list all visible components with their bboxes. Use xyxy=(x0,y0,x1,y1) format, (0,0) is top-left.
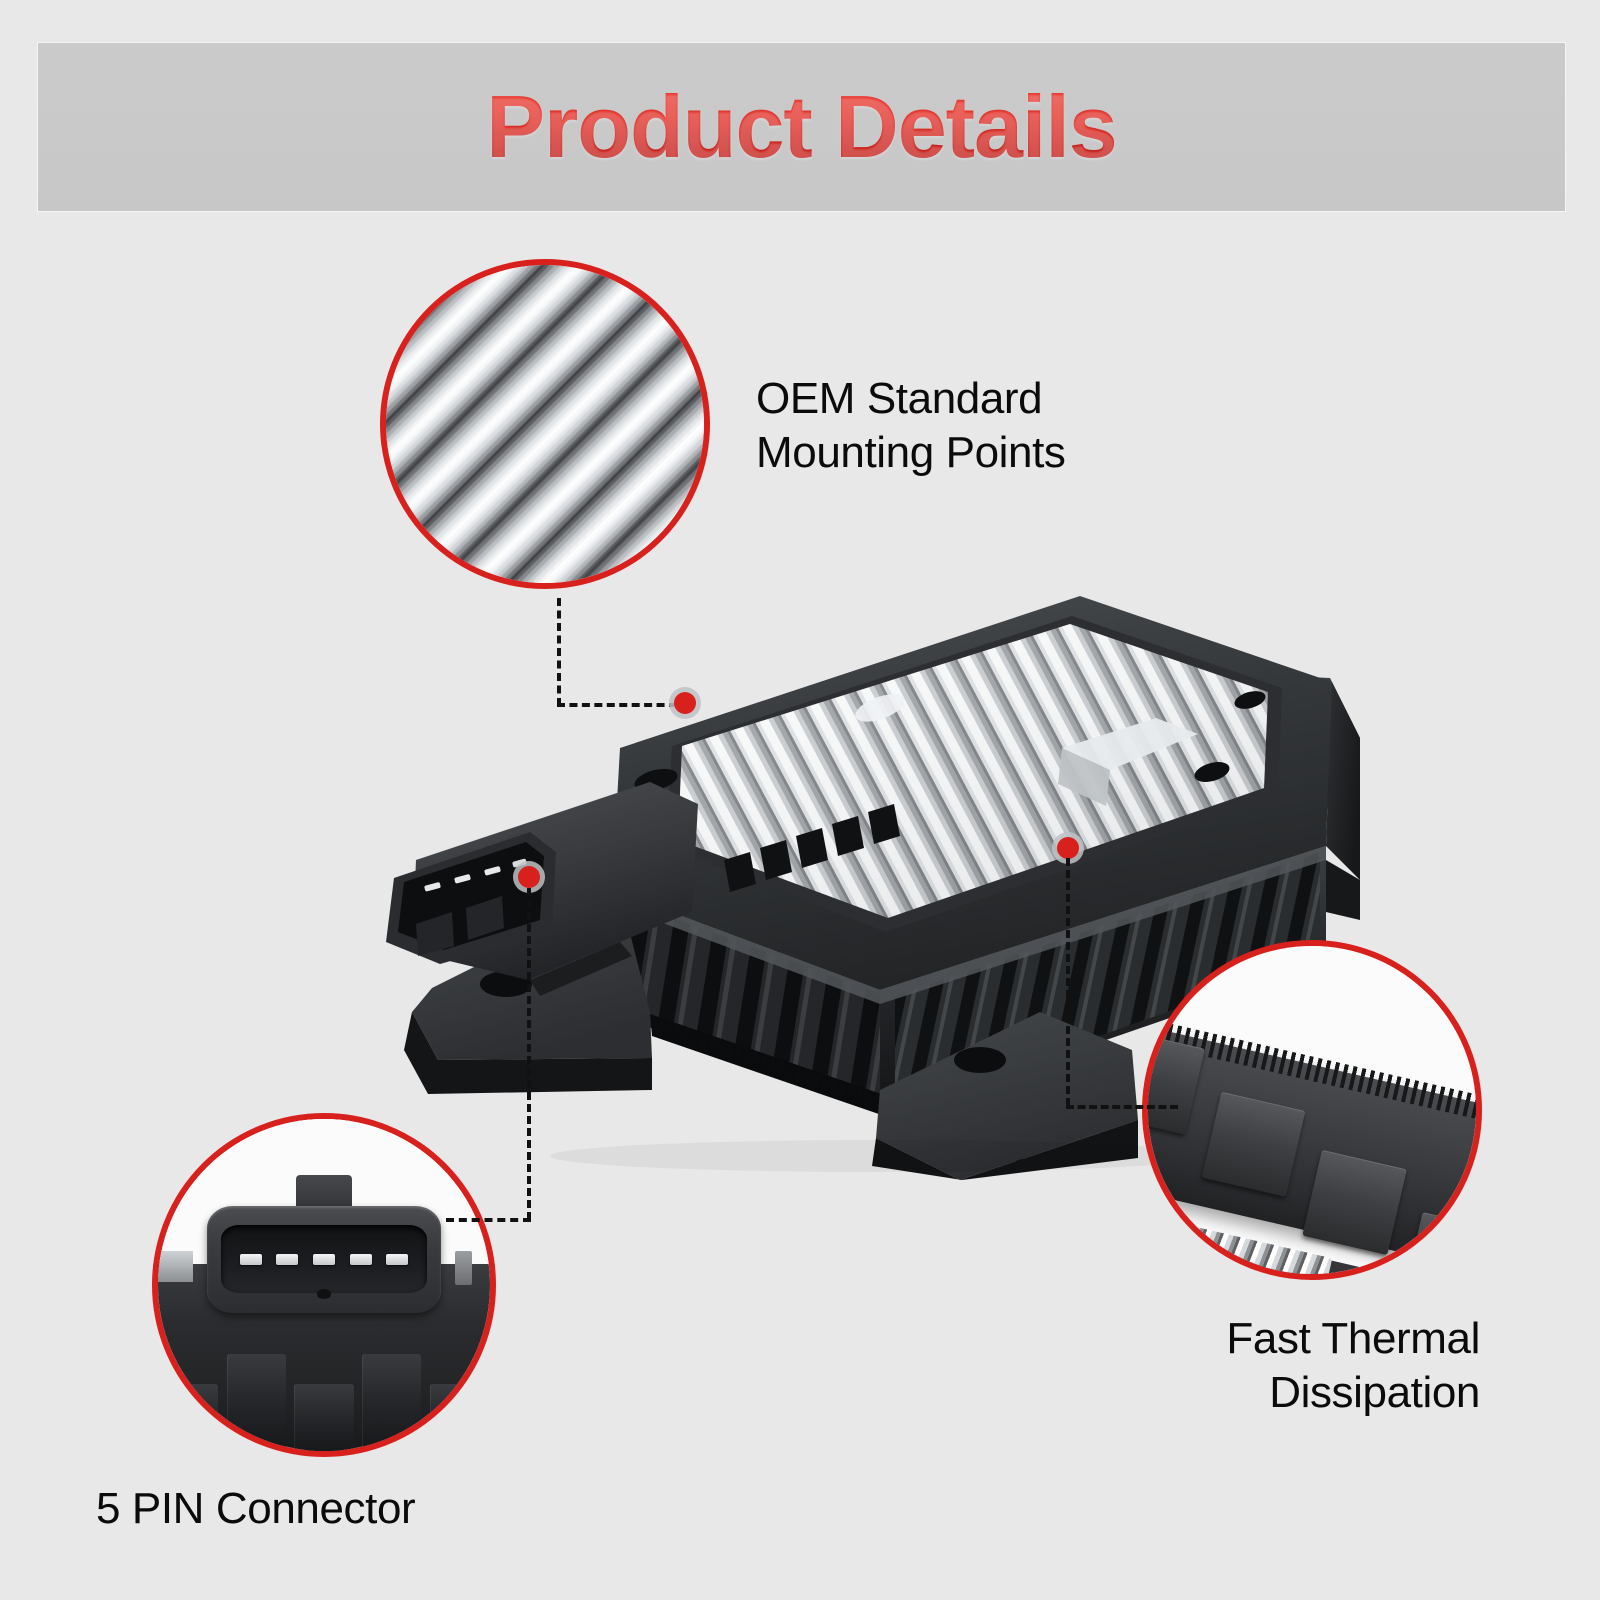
leader-line-oem-horizontal xyxy=(557,703,677,707)
callout-circle-oem-mounting xyxy=(380,259,710,589)
mounting-foot-rear-right xyxy=(1326,860,1360,920)
connector-blade-row xyxy=(239,1253,409,1265)
connector-blade xyxy=(312,1253,335,1265)
connector-metal-edge xyxy=(158,1250,194,1282)
page-title: Product Details xyxy=(486,77,1117,176)
connector-mouth xyxy=(386,832,556,964)
connector-cavity xyxy=(221,1225,427,1294)
leader-line-connector-horizontal xyxy=(446,1218,531,1222)
connector-housing xyxy=(207,1205,441,1313)
connector-rib xyxy=(361,1354,422,1451)
connector-blade xyxy=(276,1253,299,1265)
connector-screw-boss xyxy=(454,1250,472,1285)
marker-dot-fast-thermal xyxy=(1057,837,1079,859)
top-shell-vents xyxy=(724,804,900,892)
connector-closeup-icon xyxy=(158,1119,490,1451)
connector-rib xyxy=(226,1354,287,1451)
product-right-wall xyxy=(1326,682,1360,880)
connector-assembly xyxy=(386,782,698,996)
connector-rib xyxy=(158,1383,219,1451)
leader-line-connector-vertical xyxy=(527,888,531,1220)
product-image xyxy=(320,560,1360,1180)
connector-rib xyxy=(294,1383,354,1451)
connector-blade xyxy=(386,1253,409,1265)
connector-keyway-notch xyxy=(316,1289,331,1299)
connector-blade xyxy=(239,1253,262,1265)
leader-line-thermal-horizontal xyxy=(1066,1105,1178,1109)
leader-line-oem-vertical xyxy=(557,598,561,706)
connector-rib xyxy=(429,1383,490,1451)
callout-label-fast-thermal: Fast Thermal Dissipation xyxy=(1226,1314,1480,1417)
callout-circle-fast-thermal xyxy=(1142,940,1482,1280)
callout-label-oem-mounting: OEM Standard Mounting Points xyxy=(756,374,1066,477)
connector-blade xyxy=(349,1253,372,1265)
thermal-ribs-closeup-icon xyxy=(1148,946,1476,1274)
leader-line-thermal-vertical xyxy=(1066,858,1070,1106)
marker-dot-oem-mounting xyxy=(674,692,696,714)
callout-circle-five-pin-connector xyxy=(152,1113,496,1457)
header-banner: Product Details xyxy=(38,43,1565,211)
fins-texture-overlay xyxy=(386,265,704,583)
connector-rib-row xyxy=(158,1354,490,1451)
marker-dot-five-pin-connector xyxy=(518,866,540,888)
mounting-tab-front-right xyxy=(872,1012,1138,1180)
heatsink-fins-closeup-icon xyxy=(386,265,704,583)
callout-label-five-pin-connector: 5 PIN Connector xyxy=(96,1484,416,1533)
